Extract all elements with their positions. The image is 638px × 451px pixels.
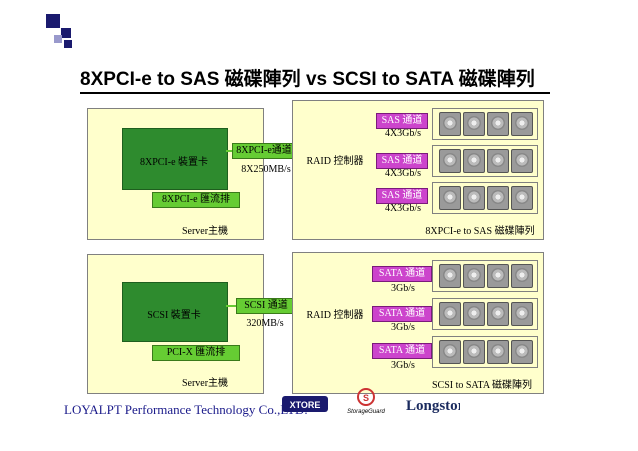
array-caption-top: 8XPCI-e to SAS 磁碟陣列 (425, 226, 535, 237)
link-speed-bottom: 320MB/s (246, 318, 284, 329)
channel-label-top-2: SAS 通道 (376, 153, 428, 169)
channel-speed-top-3: 4X3Gb/s (384, 203, 422, 214)
device-card-label-bottom: SCSI 裝置卡 (147, 310, 201, 321)
decor-square-1 (46, 14, 60, 28)
decor-square-2 (61, 28, 71, 38)
channel-label-top-3: SAS 通道 (376, 188, 428, 204)
disk-enclosure-top-3 (432, 182, 538, 214)
hard-disk-icon (511, 302, 533, 326)
device-card-bottom (122, 282, 228, 342)
disk-enclosure-top-2 (432, 145, 538, 177)
longstor-logo: Longstor (404, 392, 465, 416)
hard-disk-icon (463, 112, 485, 136)
hard-disk-icon (487, 186, 509, 210)
server-label-top: Server主機 (181, 226, 229, 237)
hard-disk-icon (487, 149, 509, 173)
array-caption-bottom: SCSI to SATA 磁碟陣列 (431, 380, 533, 391)
decor-square-4 (64, 40, 72, 48)
channel-label-top-1: SAS 通道 (376, 113, 428, 129)
hard-disk-icon (463, 186, 485, 210)
device-card-label-top: 8XPCI-e 裝置卡 (139, 157, 209, 168)
longstor-logo-text: Longstor (406, 398, 460, 414)
xtore-logo-text: XTORE (290, 400, 321, 410)
xtore-logo: XTORE (282, 394, 328, 414)
channel-speed-top-2: 4X3Gb/s (384, 168, 422, 179)
link-speed-top: 8X250MB/s (241, 164, 291, 175)
channel-label-bottom-2: SATA 通道 (372, 306, 432, 322)
svg-text:S: S (363, 393, 369, 403)
hard-disk-icon (463, 264, 485, 288)
longstor-logo-icon: Longstor (406, 398, 465, 414)
raid-label-bottom: RAID 控制器 (306, 310, 364, 321)
hard-disk-icon (439, 112, 461, 136)
hard-disk-icon (511, 112, 533, 136)
page-title: 8XPCI-e to SAS 磁碟陣列 vs SCSI to SATA 磁碟陣列 (80, 68, 535, 90)
hard-disk-icon (487, 112, 509, 136)
disk-enclosure-bottom-2 (432, 298, 538, 330)
decor-square-3 (54, 35, 62, 43)
channel-label-bottom-3: SATA 通道 (372, 343, 432, 359)
link-label-top: 8XPCI-e通道 (232, 143, 296, 159)
hard-disk-icon (511, 149, 533, 173)
raid-label-top: RAID 控制器 (306, 156, 364, 167)
server-label-bottom: Server主機 (181, 378, 229, 389)
hard-disk-icon (487, 302, 509, 326)
bus-label-bottom: PCI-X 匯流排 (152, 345, 240, 361)
channel-speed-bottom-2: 3Gb/s (391, 322, 415, 333)
hard-disk-icon (487, 340, 509, 364)
hard-disk-icon (511, 340, 533, 364)
storageguard-logo-icon: S StorageGuard (347, 388, 386, 415)
hard-disk-icon (511, 186, 533, 210)
xtore-logo-icon: XTORE (282, 396, 328, 412)
hard-disk-icon (511, 264, 533, 288)
channel-speed-bottom-1: 3Gb/s (391, 283, 415, 294)
disk-enclosure-top-1 (432, 108, 538, 140)
company-name: LOYALPT Performance Technology Co.,LTD. (64, 402, 308, 417)
storageguard-logo: S StorageGuard (340, 388, 392, 416)
hard-disk-icon (439, 149, 461, 173)
channel-speed-bottom-3: 3Gb/s (391, 360, 415, 371)
hard-disk-icon (463, 149, 485, 173)
device-card-top (122, 128, 228, 190)
channel-speed-top-1: 4X3Gb/s (384, 128, 422, 139)
hard-disk-icon (463, 302, 485, 326)
storageguard-logo-text: StorageGuard (347, 409, 385, 415)
hard-disk-icon (439, 264, 461, 288)
hard-disk-icon (463, 340, 485, 364)
disk-enclosure-bottom-3 (432, 336, 538, 368)
title-underline (80, 92, 550, 94)
bus-label-top: 8XPCI-e 匯流排 (152, 192, 240, 208)
hard-disk-icon (439, 302, 461, 326)
link-label-bottom: SCSI 通道 (236, 298, 296, 314)
hard-disk-icon (439, 186, 461, 210)
hard-disk-icon (487, 264, 509, 288)
disk-enclosure-bottom-1 (432, 260, 538, 292)
hard-disk-icon (439, 340, 461, 364)
channel-label-bottom-1: SATA 通道 (372, 266, 432, 282)
